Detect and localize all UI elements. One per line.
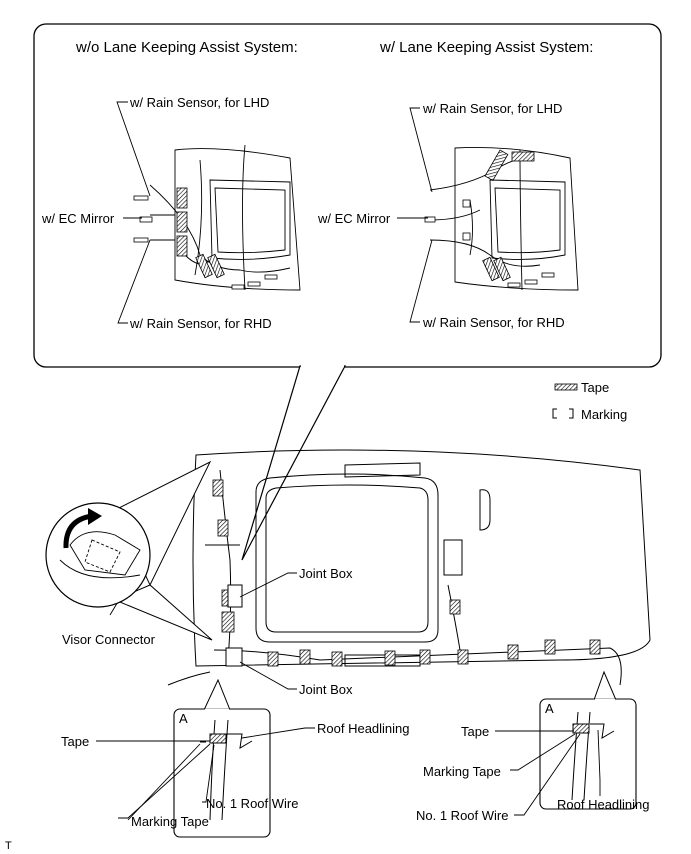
detail-right-roof-wire-label: No. 1 Roof Wire xyxy=(416,808,509,823)
right-leaders xyxy=(397,107,433,323)
label-joint-box-lower: Joint Box xyxy=(299,682,353,697)
joint-box-lower xyxy=(225,647,243,667)
label-left-rain-lhd: w/ Rain Sensor, for LHD xyxy=(130,95,270,110)
detail-right-letter: A xyxy=(545,701,554,716)
detail-right-tape-label: Tape xyxy=(461,724,490,739)
left-connectors xyxy=(133,195,278,290)
label-left-ec-mirror: w/ EC Mirror xyxy=(42,211,115,226)
heading-without-lka: w/o Lane Keeping Assist System: xyxy=(76,39,298,56)
detail-left-roof-headlining-label: Roof Headlining xyxy=(317,721,410,736)
right-roof-sketch xyxy=(429,146,579,291)
roof-outline xyxy=(192,449,651,667)
right-tapes xyxy=(482,149,535,282)
rotate-arrow-icon xyxy=(63,508,102,549)
figure-id: T xyxy=(5,840,12,852)
joint-box-upper xyxy=(227,584,243,608)
detail-right-roof-headlining-label: Roof Headlining xyxy=(557,797,650,812)
right-connectors xyxy=(424,199,555,288)
detail-right-parts xyxy=(571,711,615,801)
left-leaders xyxy=(116,101,151,324)
heading-with-lka: w/ Lane Keeping Assist System: xyxy=(380,39,594,56)
label-right-ec-mirror: w/ EC Mirror xyxy=(318,211,391,226)
legend-tape-label: Tape xyxy=(581,380,610,395)
marking-legend-icon xyxy=(552,408,574,419)
visor-magnifier-circle xyxy=(45,502,151,608)
label-right-rain-rhd: w/ Rain Sensor, for RHD xyxy=(423,315,565,330)
detail-left-parts xyxy=(200,719,253,821)
detail-left-leaders xyxy=(96,727,315,821)
detail-left-marking-tape-label: Marking Tape xyxy=(131,814,209,829)
detail-left-letter: A xyxy=(179,711,188,726)
harness-clamps xyxy=(212,479,601,667)
detail-left-roof-wire-label: No. 1 Roof Wire xyxy=(206,796,299,811)
detail-right-leaders xyxy=(495,729,601,816)
label-visor-connector: Visor Connector xyxy=(62,632,155,647)
label-joint-box-upper: Joint Box xyxy=(299,566,353,581)
detail-right-marking-tape-label: Marking Tape xyxy=(423,764,501,779)
tape-legend-icon xyxy=(554,383,578,391)
label-left-rain-rhd: w/ Rain Sensor, for RHD xyxy=(130,316,272,331)
label-right-rain-lhd: w/ Rain Sensor, for LHD xyxy=(423,101,563,116)
left-tapes xyxy=(176,187,225,279)
detail-left-tape-label: Tape xyxy=(61,734,90,749)
legend-marking-label: Marking xyxy=(581,407,628,422)
detail-box-right xyxy=(539,670,637,810)
callout-box xyxy=(33,23,662,368)
callout-pointer xyxy=(241,364,346,561)
